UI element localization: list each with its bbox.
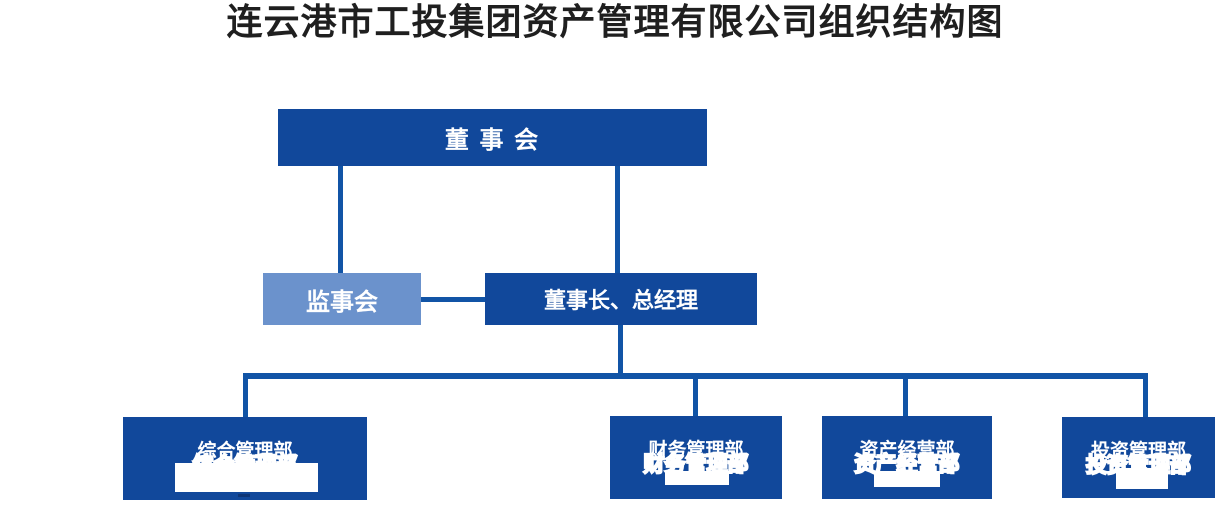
chairman-general-manager-box: 董事长、总经理 [485,273,757,325]
connector-supervisory-to-chairman [421,297,485,302]
dept-label: 财务管理部 [648,440,744,461]
dept-ghost-label: 综合管理部 [192,453,299,478]
dept-glitch-dash [238,494,250,497]
board-of-directors-label: 董 事 会 [444,127,541,154]
page-title: 连云港市工投集团资产管理有限公司组织结构图 [226,1,1004,42]
connector-board-to-supervisory [338,166,343,273]
board-of-directors-box: 董 事 会 [278,109,707,166]
supervisory-board-box: 监事会 [263,273,421,325]
dept-box-asset-operations: 资产经营部 资产经营部 [822,416,992,499]
dept-ghost-label: 投资管理部 [1085,453,1192,478]
connector-board-to-chairman [615,166,620,273]
dept-box-finance-management: 财务管理部 财务管理部 [610,416,782,499]
dept-label: 资产经营部 [859,440,955,461]
connector-bus-to-dept-1 [243,373,248,417]
dept-ghost-label: 资产经营部 [854,452,961,477]
dept-highlight-rect [1116,468,1168,489]
connector-horizontal-bus [243,373,1148,379]
dept-highlight-rect [665,471,729,485]
dept-ghost-label: 财务管理部 [643,452,750,477]
dept-box-investment-management: 投资管理部 投资管理部 [1062,417,1215,498]
dept-label: 投资管理部 [1090,441,1186,462]
chairman-general-manager-label: 董事长、总经理 [543,288,698,313]
connector-chairman-to-bus [618,325,623,374]
dept-box-general-management: 综合管理部 综合管理部 [123,417,367,500]
connector-bus-to-dept-4 [1143,373,1148,417]
supervisory-board-label: 监事会 [306,288,378,316]
dept-highlight-rect [874,471,940,487]
connector-bus-to-dept-3 [903,379,908,417]
dept-highlight-rect [175,463,318,492]
dept-label: 综合管理部 [197,441,293,462]
connector-bus-to-dept-2 [693,379,698,417]
